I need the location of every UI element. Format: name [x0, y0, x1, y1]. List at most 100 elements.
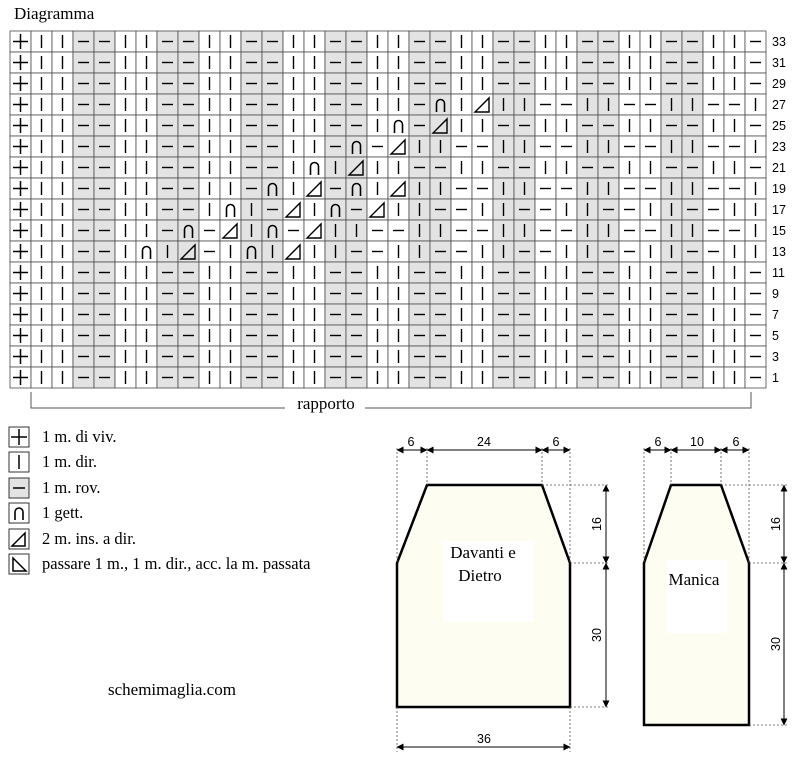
legend-text: 1 gett.	[42, 503, 84, 523]
purl-stitch-icon	[240, 345, 263, 368]
purl-stitch-icon	[702, 240, 725, 263]
knit-stitch-icon	[303, 240, 326, 263]
knit-stitch-icon	[198, 72, 221, 95]
purl-stitch-icon	[240, 303, 263, 326]
row-number: 11	[772, 266, 785, 280]
row-number: 27	[772, 98, 786, 112]
legend-item: 1 m. rov.	[8, 475, 388, 501]
legend-text: 1 m. di viv.	[42, 426, 117, 446]
purl-stitch-icon	[261, 156, 284, 179]
knit-stitch-icon	[387, 93, 410, 116]
body-schematic: Davanti e Dietro 6 24 6 16 30	[395, 435, 610, 752]
purl-stitch-icon	[513, 366, 536, 389]
row-number: 17	[772, 203, 786, 217]
selvage-stitch-icon	[9, 345, 32, 368]
sleeve-dim-top-left: 6	[655, 435, 662, 449]
sleeve-label-box	[666, 560, 727, 633]
body-dim-top-center: 24	[477, 435, 491, 449]
row-number: 3	[772, 350, 779, 364]
purl-stitch-icon	[555, 93, 578, 116]
knit-stitch-icon	[51, 72, 74, 95]
repeat-label: rapporto	[297, 394, 355, 413]
knit-stitch-icon	[303, 366, 326, 389]
legend-item: 1 m. di viv.	[8, 424, 388, 450]
sleeve-dim-top-right: 6	[733, 435, 740, 449]
body-label-box	[444, 541, 533, 622]
knit-stitch-icon	[639, 366, 662, 389]
knit-stitch-icon	[240, 219, 263, 242]
sleeve-dim-side-lower: 30	[769, 637, 783, 651]
knit-stitch-icon	[534, 30, 557, 53]
purl-stitch-icon	[177, 303, 200, 326]
legend-item: 2 m. ins. a dir.	[8, 526, 388, 552]
row-number: 5	[772, 329, 779, 343]
purl-stitch-icon	[429, 366, 452, 389]
purl-stitch-icon	[492, 366, 515, 389]
purl-stitch-icon	[660, 72, 683, 95]
k2tog-icon	[8, 528, 30, 550]
k2tog-icon	[282, 240, 305, 263]
knit-stitch-icon	[639, 156, 662, 179]
yarn-over-icon	[429, 93, 452, 116]
legend-text: 1 m. rov.	[42, 477, 101, 497]
yarn-over-icon	[135, 240, 158, 263]
purl-stitch-icon	[744, 156, 767, 179]
row-number: 7	[772, 308, 779, 322]
purl-stitch-icon	[240, 114, 263, 137]
knit-stitch-icon	[681, 93, 704, 116]
knit-stitch-icon	[387, 51, 410, 74]
row-number: 19	[772, 182, 786, 196]
knit-stitch-icon	[534, 366, 557, 389]
purl-stitch-icon	[429, 156, 452, 179]
purl-stitch-icon	[681, 366, 704, 389]
knit-stitch-icon	[702, 114, 725, 137]
purl-stitch-icon	[744, 303, 767, 326]
knit-stitch-icon	[219, 366, 242, 389]
knit-stitch-icon	[576, 177, 599, 200]
purl-stitch-icon	[240, 51, 263, 74]
body-dim-side-upper: 16	[590, 517, 604, 531]
knit-stitch-icon	[114, 114, 137, 137]
purl-stitch-icon	[744, 30, 767, 53]
purl-stitch-icon	[660, 114, 683, 137]
yarn-over-icon	[8, 502, 30, 524]
row-number: 9	[772, 287, 779, 301]
knit-stitch-icon	[534, 72, 557, 95]
website-credit: schemimaglia.com	[108, 680, 236, 699]
yarn-over-icon	[240, 240, 263, 263]
body-label-line1: Davanti e	[450, 543, 516, 562]
knit-stitch-icon	[702, 366, 725, 389]
knit-stitch-icon	[114, 303, 137, 326]
purl-stitch-icon	[345, 93, 368, 116]
sleeve-schematic: Manica 6 10 6 16 30	[642, 435, 789, 727]
selvage-stitch-icon	[9, 114, 32, 137]
selvage-stitch-icon	[9, 72, 32, 95]
selvage-stitch-icon	[9, 156, 32, 179]
knit-stitch-icon	[366, 30, 389, 53]
selvage-stitch-icon	[8, 426, 30, 448]
knit-stitch-icon	[618, 366, 641, 389]
body-dim-top-right: 6	[553, 435, 560, 449]
repeat-bracket: rapporto	[30, 392, 752, 414]
knit-stitch-icon	[51, 219, 74, 242]
purl-stitch-icon	[72, 366, 95, 389]
knit-stitch-icon	[135, 324, 158, 347]
knit-stitch-icon	[450, 366, 473, 389]
purl-stitch-icon	[429, 51, 452, 74]
knit-stitch-icon	[8, 451, 30, 473]
sleeve-dim-top-center: 10	[690, 435, 704, 449]
row-number: 31	[772, 56, 786, 70]
row-number: 25	[772, 119, 786, 133]
knit-stitch-icon	[366, 366, 389, 389]
chart-title: Diagramma	[14, 4, 95, 23]
purl-stitch-icon	[702, 198, 725, 221]
row-number: 33	[772, 35, 786, 49]
knit-stitch-icon	[114, 219, 137, 242]
purl-stitch-icon	[408, 282, 431, 305]
selvage-stitch-icon	[9, 324, 32, 347]
skpo-icon	[8, 553, 30, 575]
body-label-line2: Dietro	[458, 566, 501, 585]
purl-stitch-icon	[345, 366, 368, 389]
